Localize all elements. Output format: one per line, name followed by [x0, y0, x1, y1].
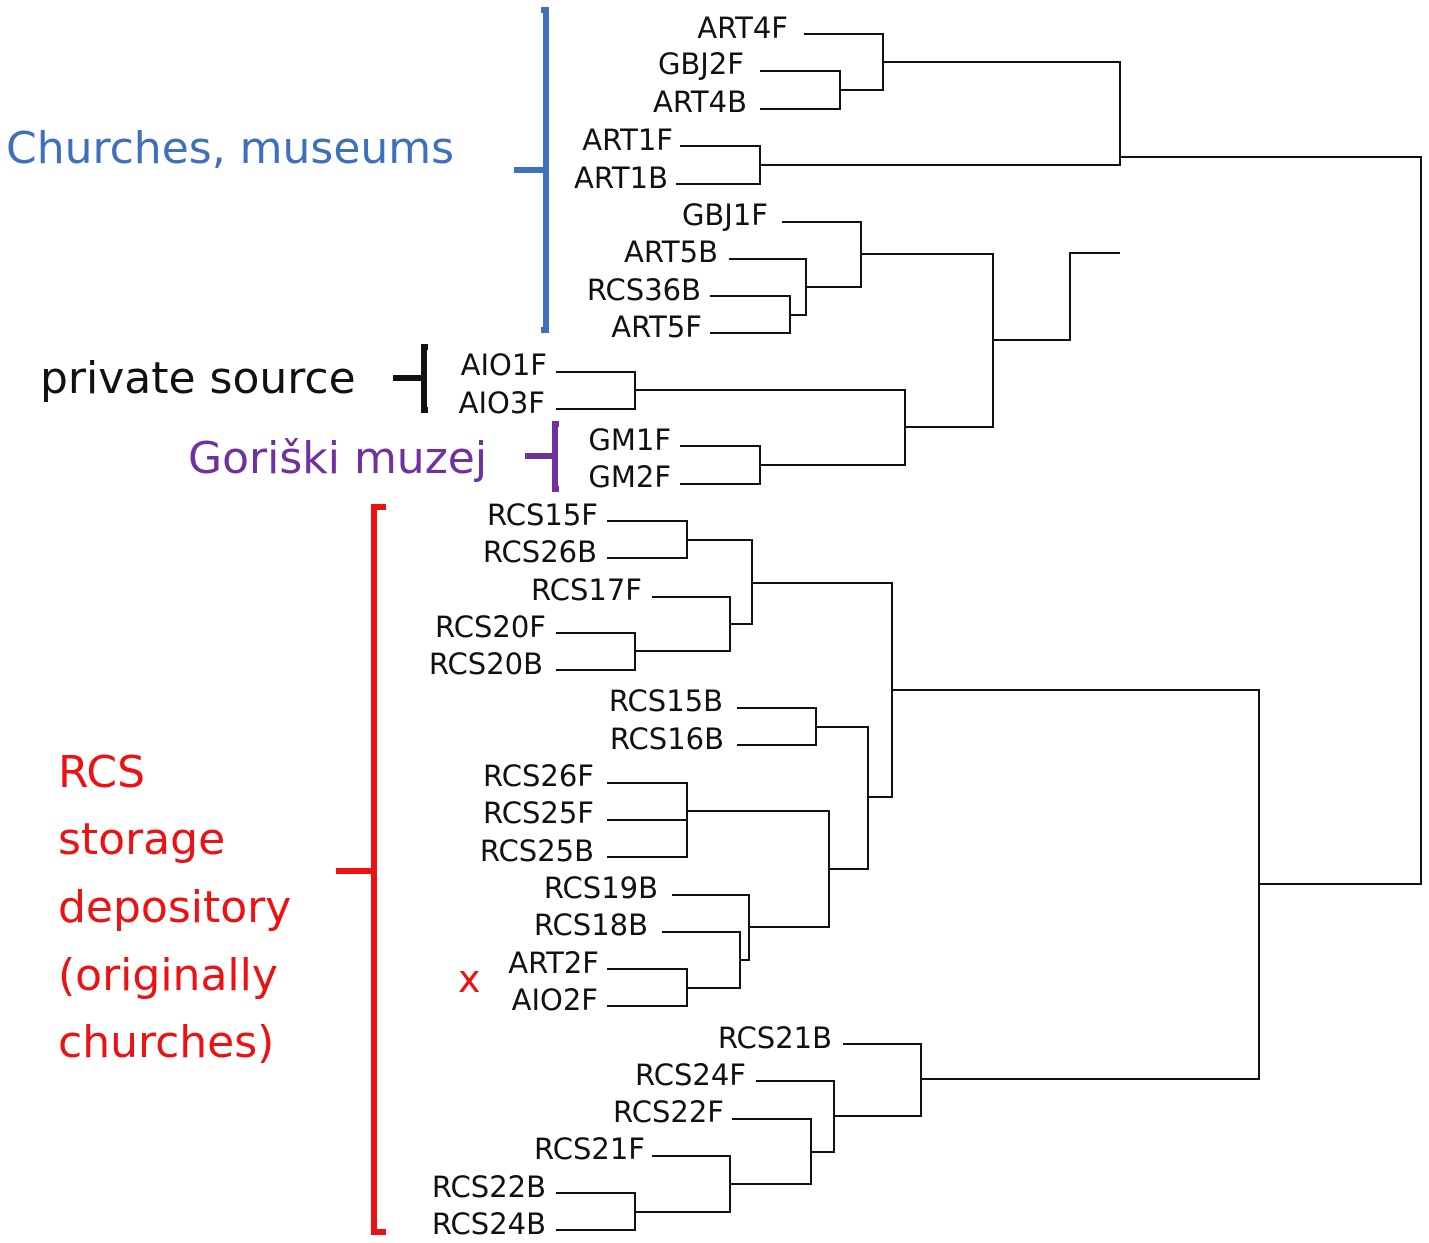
bracket-private-vertical	[421, 344, 428, 413]
leaf-label-rcs25f: RCS25F	[483, 796, 594, 830]
rcs-label-line-3: depository	[58, 882, 291, 933]
leaf-label-rcs21b: RCS21B	[718, 1021, 832, 1055]
branch-rcs26f-rcs25f-rcs25b	[607, 782, 688, 858]
leaf-label-rcs36b: RCS36B	[587, 273, 701, 307]
leaf-label-rcs21f: RCS21F	[534, 1132, 645, 1166]
branch-rcs20f-rcs20b	[556, 632, 636, 671]
group-label-churches-museums: Churches, museums	[6, 123, 454, 174]
branch-rcs19b-rcs18b	[672, 894, 750, 961]
leaf-label-rcs22b: RCS22B	[432, 1170, 546, 1204]
branch-rcs15f-rcs17f	[687, 539, 753, 625]
branch-rcs26-rcs19	[687, 810, 830, 928]
branch-rcs15b-rcs26	[816, 726, 869, 870]
bracket-rcs-storage	[336, 504, 386, 1235]
leaf-label-rcs24f: RCS24F	[635, 1058, 746, 1092]
branch-rcs21b-rcs24f	[834, 1043, 922, 1117]
branch-art1f-art1b	[676, 145, 761, 185]
leaf-label-rcs19b: RCS19B	[544, 871, 658, 905]
branch-art5b-subcluster	[729, 258, 807, 316]
leaf-label-gbj2f: GBJ2F	[658, 47, 744, 81]
leaf-label-rcs16b: RCS16B	[610, 722, 724, 756]
bracket-rcs-vertical	[371, 504, 386, 1235]
branch-rcs22f-rcs21f	[730, 1118, 812, 1185]
bracket-goriski-muzej	[525, 421, 559, 492]
leaf-label-art4f: ART4F	[697, 11, 788, 45]
branch-art4f-subcluster	[804, 33, 884, 91]
dendrogram-branches	[556, 33, 1422, 1231]
leaf-label-aio1f: AIO1F	[461, 348, 547, 382]
branch-rcs36b-art5f	[710, 295, 791, 334]
branch-rcs17f-rcs20	[635, 596, 731, 652]
branch-rcs18b-art2	[662, 931, 741, 989]
leaf-label-rcs24b: RCS24B	[432, 1207, 546, 1241]
branch-gbj1f-subcluster	[782, 221, 862, 288]
leaf-label-rcs18b: RCS18B	[534, 908, 648, 942]
leaf-label-art1f: ART1F	[582, 123, 673, 157]
leaf-label-gbj1f: GBJ1F	[682, 198, 768, 232]
leaf-label-art1b: ART1B	[574, 161, 668, 195]
branch-gbj2f-art4b	[760, 70, 841, 110]
leaf-label-art5b: ART5B	[624, 235, 718, 269]
leaf-label-rcs15b: RCS15B	[609, 684, 723, 718]
leaf-label-rcs15f: RCS15F	[487, 498, 598, 532]
leaf-label-gm2f: GM2F	[588, 460, 671, 494]
branch-rcs22b-rcs24b	[556, 1192, 636, 1231]
branch-rcs21f-rcs22	[635, 1155, 731, 1213]
branch-art2f-aio2f	[607, 968, 688, 1007]
branch-gm1f-gm2f	[680, 445, 761, 485]
leaf-label-art5f: ART5F	[611, 310, 702, 344]
rcs-label-line-1: RCS	[58, 747, 145, 798]
branch-rcs-first-cluster	[752, 582, 893, 798]
branch-upper-mid	[993, 252, 1120, 341]
bracket-goriski-vertical	[552, 421, 559, 492]
leaf-label-rcs26b: RCS26B	[483, 535, 597, 569]
branch-gbj1-private	[861, 253, 994, 428]
group-label-private-source: private source	[40, 353, 356, 404]
bracket-churches-museums	[514, 7, 549, 333]
branch-root	[1120, 156, 1422, 885]
branch-art4-art1	[760, 61, 1121, 166]
leaf-label-rcs22f: RCS22F	[613, 1095, 724, 1129]
rcs-label-line-2: storage	[58, 814, 225, 865]
rcs-label-line-5: churches)	[58, 1017, 274, 1068]
leaf-label-rcs26f: RCS26F	[483, 759, 594, 793]
branch-rcs15b-rcs16b	[737, 707, 817, 746]
leaf-label-art4b: ART4B	[653, 85, 747, 119]
leaf-label-aio3f: AIO3F	[459, 386, 545, 420]
misplaced-marker-x: x	[458, 957, 481, 1001]
leaf-label-gm1f: GM1F	[588, 423, 671, 457]
branch-private-goriski	[635, 389, 906, 466]
leaf-label-art2f: ART2F	[508, 946, 599, 980]
branch-rcs24f-rcs22f	[756, 1080, 835, 1153]
leaf-label-rcs25b: RCS25B	[480, 834, 594, 868]
group-label-rcs-storage: RCS storage depository (originally churc…	[58, 747, 291, 1068]
leaf-label-rcs17f: RCS17F	[531, 573, 642, 607]
bracket-private-source	[393, 344, 428, 413]
group-label-goriski-muzej: Goriški muzej	[188, 433, 487, 484]
branch-rcs15f-rcs26b	[607, 520, 688, 559]
leaf-labels: ART4F GBJ2F ART4B ART1F ART1B GBJ1F ART5…	[429, 11, 832, 1241]
branch-rcs-clusters	[892, 689, 1260, 1080]
leaf-label-rcs20b: RCS20B	[429, 647, 543, 681]
leaf-label-aio2f: AIO2F	[512, 983, 598, 1017]
rcs-label-line-4: (originally	[58, 950, 278, 1001]
branch-aio1f-aio3f	[556, 371, 636, 410]
leaf-label-rcs20f: RCS20F	[435, 610, 546, 644]
